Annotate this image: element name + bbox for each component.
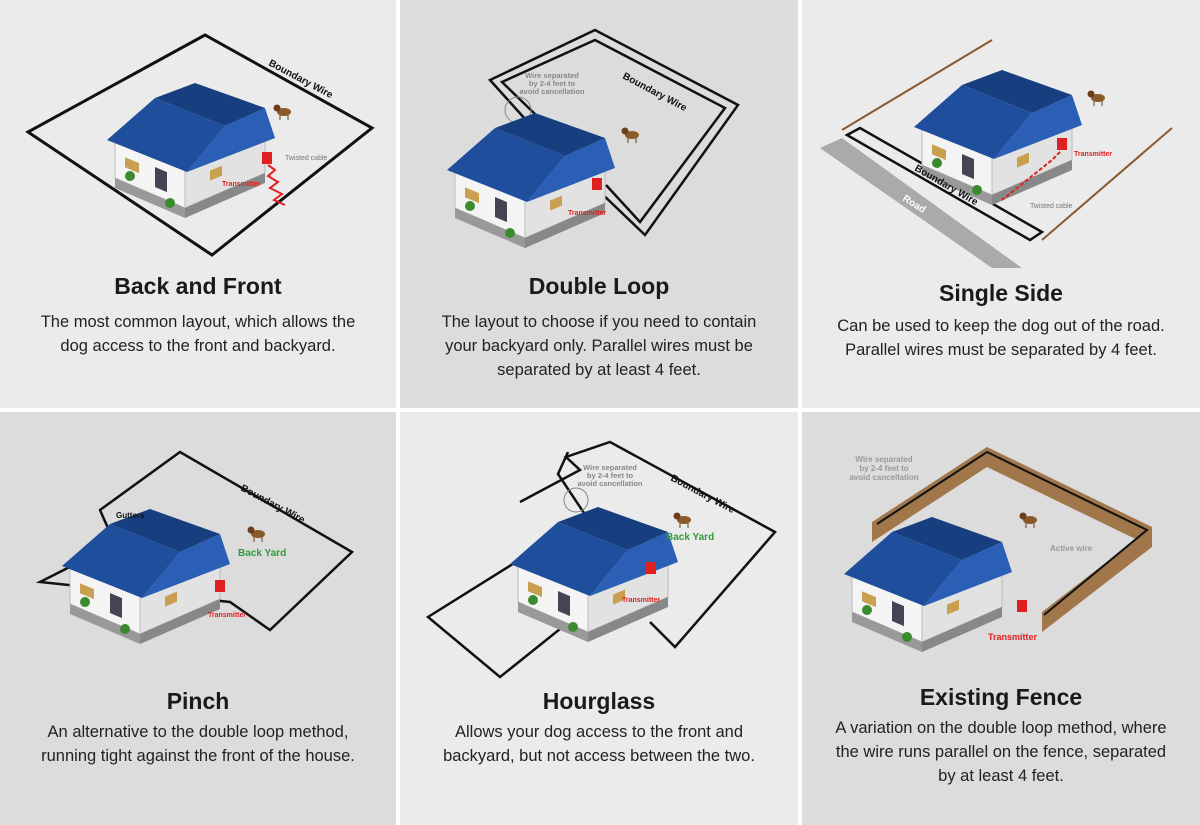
separation-note-line1: Wire separated (583, 463, 637, 472)
transmitter-label: Transmitter (568, 210, 606, 217)
boundary-wire (844, 126, 1045, 242)
panel-description: The most common layout, which allows the… (40, 313, 356, 355)
twisted-cable (266, 164, 286, 206)
existing-fence-diagram: Wire separated by 2-4 feet to avoid canc… (843, 447, 1152, 653)
single-side-diagram: Boundary Wire Road Twisted cable Transmi… (820, 39, 1173, 268)
transmitter-label: Transmitter (222, 181, 260, 188)
panel-pinch: Boundary Wire Gutters Back Yard Transmit… (0, 412, 396, 825)
transmitter-icon (1057, 138, 1067, 150)
boundary-wire-label: Boundary Wire (267, 58, 335, 101)
transmitter-icon (215, 580, 225, 592)
panel-back-and-front: Boundary Wire Twisted cable Transmitter … (0, 0, 396, 408)
transmitter-icon (592, 178, 602, 190)
separation-note-line2: by 2-4 feet to (859, 464, 908, 473)
property-line-right (1041, 127, 1173, 241)
panel-description: Allows your dog access to the front and … (443, 723, 755, 765)
separation-circle (563, 487, 589, 513)
boundary-wire-label: Boundary Wire (669, 473, 737, 516)
dog-icon (673, 512, 692, 529)
property-line-left (841, 39, 993, 131)
transmitter-icon (1017, 600, 1027, 612)
panel-title: Back and Front (114, 273, 282, 299)
dog-icon (621, 127, 640, 144)
fence-back (987, 447, 1152, 547)
transmitter-label: Transmitter (988, 632, 1038, 642)
separation-note-line2: by 2-4 feet to (529, 79, 576, 88)
dog-icon (247, 526, 266, 543)
back-yard-label: Back Yard (238, 548, 286, 559)
house-illustration (509, 506, 679, 643)
panel-title: Pinch (166, 688, 230, 714)
panel-single-side: Boundary Wire Road Twisted cable Transmi… (802, 0, 1200, 408)
separation-note-line1: Wire separated (855, 455, 912, 464)
boundary-wire (25, 33, 375, 257)
panel-description: An alternative to the double loop method… (41, 723, 355, 765)
house-illustration (446, 112, 616, 249)
panel-title: Single Side (939, 280, 1063, 306)
panel-title: Double Loop (528, 273, 670, 299)
panel-title: Existing Fence (919, 684, 1083, 710)
hourglass-diagram: Wire separated by 2-4 feet to avoid canc… (425, 440, 777, 679)
separation-note-line3: avoid cancellation (519, 87, 584, 96)
transmitter-icon (646, 562, 656, 574)
pinch-diagram: Boundary Wire Gutters Back Yard Transmit… (35, 450, 355, 645)
panel-existing-fence: Wire separated by 2-4 feet to avoid canc… (802, 412, 1200, 825)
house-illustration (106, 82, 276, 219)
dog-icon (273, 104, 292, 121)
boundary-wire-inner (499, 38, 727, 224)
twisted-cable (1001, 151, 1061, 201)
panel-title: Hourglass (542, 688, 656, 714)
panel-double-loop: Wire separated by 2-4 feet to avoid canc… (400, 0, 798, 408)
panel-description: A variation on the double loop method, w… (835, 719, 1167, 785)
twisted-cable-label: Twisted cable (285, 155, 328, 162)
panel-hourglass: Wire separated by 2-4 feet to avoid canc… (400, 412, 798, 825)
separation-note-line2: by 2-4 feet to (587, 471, 634, 480)
active-wire-label: Active wire (1050, 544, 1093, 553)
double-loop-diagram: Wire separated by 2-4 feet to avoid canc… (446, 28, 740, 249)
transmitter-label: Transmitter (208, 612, 246, 619)
transmitter-label: Transmitter (1074, 151, 1112, 158)
house-illustration (61, 508, 231, 645)
gutters-label: Gutters (116, 511, 145, 520)
boundary-wire-outer (487, 28, 740, 237)
twisted-cable-label: Twisted cable (1030, 203, 1073, 210)
house-illustration (843, 516, 1013, 653)
transmitter-icon (262, 152, 272, 164)
back-and-front-diagram: Boundary Wire Twisted cable Transmitter (25, 33, 375, 257)
back-yard-label: Back Yard (666, 532, 714, 543)
separation-note-line3: avoid cancellation (849, 473, 918, 482)
dog-icon (1087, 90, 1106, 107)
boundary-wire-label: Boundary Wire (239, 483, 307, 526)
road (820, 138, 1022, 268)
boundary-wire-label: Boundary Wire (621, 71, 689, 114)
separation-note-line3: avoid cancellation (577, 479, 642, 488)
transmitter-label: Transmitter (622, 597, 660, 604)
panel-description: The layout to choose if you need to cont… (441, 313, 757, 379)
boundary-wire-back (519, 440, 777, 649)
dog-icon (1019, 512, 1038, 529)
separation-note-line1: Wire separated (525, 71, 579, 80)
panel-description: Can be used to keep the dog out of the r… (837, 317, 1165, 359)
boundary-wire-pinch (556, 451, 592, 523)
fence-right (1042, 527, 1152, 632)
active-wire (876, 450, 1149, 616)
